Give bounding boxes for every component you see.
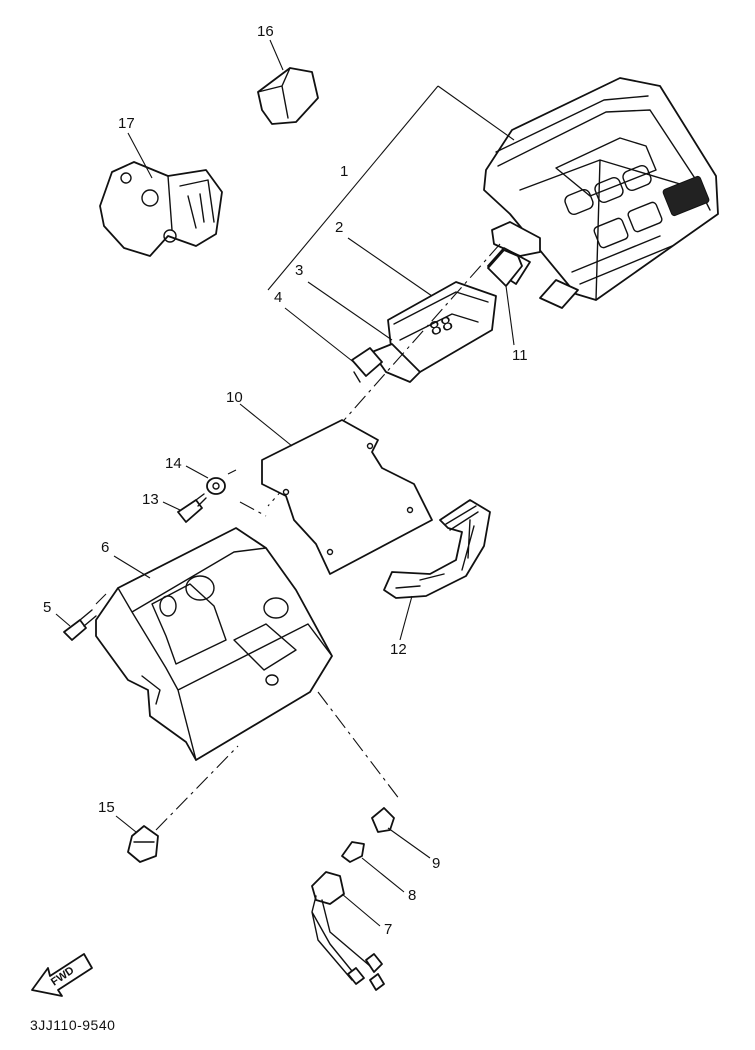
leader-1-bracket: [267, 85, 439, 291]
alignment-line-lower-right: [317, 691, 401, 801]
diagram-code: 3JJ110-9540: [30, 1017, 115, 1033]
callout-16: 16: [257, 23, 274, 40]
callout-2: 2: [335, 219, 343, 236]
callout-13: 13: [142, 491, 159, 508]
leader-17: [127, 132, 153, 179]
alignment-line-screw5: [95, 593, 107, 605]
alignment-line-lower-left: [155, 745, 239, 831]
callout-11: 11: [512, 347, 528, 364]
callout-12: 12: [390, 641, 407, 658]
callout-15: 15: [98, 799, 115, 816]
part-14-grommet: [206, 477, 226, 495]
leader-6: [113, 555, 151, 579]
callout-17: 17: [118, 115, 135, 132]
callout-14: 14: [165, 455, 182, 472]
callout-10: 10: [226, 389, 243, 406]
leader-9: [387, 827, 431, 859]
callout-3: 3: [295, 262, 303, 279]
leader-4: [284, 307, 357, 365]
callout-5: 5: [43, 599, 51, 616]
leader-10: [239, 403, 293, 447]
part-3-display-board: [371, 343, 421, 383]
part-11-clip: [487, 249, 523, 287]
part-10-circuit-board: [261, 419, 433, 575]
part-12-ribbon-cable: [383, 499, 491, 599]
callout-4: 4: [274, 289, 282, 306]
leader-13: [162, 501, 181, 511]
callout-7: 7: [384, 921, 392, 938]
leader-5: [55, 613, 71, 627]
callout-6: 6: [101, 539, 109, 556]
callout-8: 8: [408, 887, 416, 904]
leader-3: [307, 281, 393, 341]
callout-1: 1: [340, 163, 348, 180]
leader-2: [347, 237, 433, 297]
leader-8: [361, 857, 405, 893]
leader-14: [185, 465, 209, 479]
part-16-cap: [257, 67, 319, 125]
leader-16: [269, 39, 284, 71]
fwd-arrow-icon: FWD: [31, 953, 93, 997]
part-8-bulb: [341, 841, 365, 863]
part-13-screw: [177, 493, 207, 523]
leader-12: [399, 595, 413, 641]
part-9-cap: [371, 807, 395, 833]
callout-9: 9: [432, 855, 440, 872]
leader-7: [341, 893, 381, 927]
part-2-lcd-display: 88: [387, 281, 497, 373]
part-7-socket-harness: [311, 871, 385, 991]
leader-1-housing: [437, 85, 515, 141]
leader-11: [505, 285, 515, 346]
part-4-connector: [351, 347, 383, 383]
alignment-line-grommet: [227, 469, 267, 517]
part-17-bracket: [99, 161, 223, 257]
part-5-screw: [63, 609, 97, 641]
part-6-lower-case: [95, 527, 333, 761]
part-15-grommet: [127, 825, 159, 863]
leader-15: [115, 815, 137, 833]
part-1-meter-housing: [483, 77, 719, 309]
